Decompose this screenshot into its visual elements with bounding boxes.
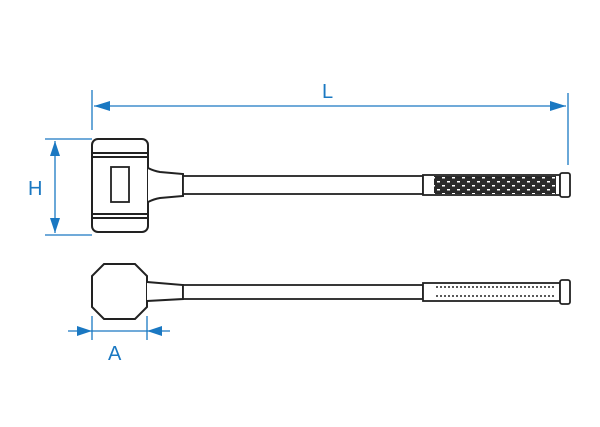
width-label: A <box>108 343 122 365</box>
hammer-top-view <box>91 263 571 320</box>
width-dimension: A <box>68 316 170 365</box>
length-dimension: L <box>91 81 569 165</box>
hammer-side-view <box>91 138 571 233</box>
height-label: H <box>28 178 42 200</box>
height-dimension: H <box>28 138 92 236</box>
length-label: L <box>322 81 333 103</box>
